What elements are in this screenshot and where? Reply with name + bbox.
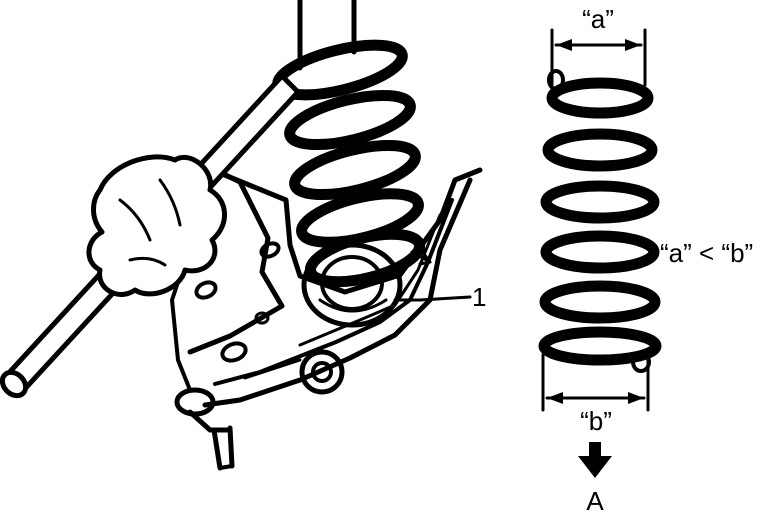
dimension-b-label: “b”	[580, 406, 612, 436]
relation-label: “a” < “b”	[660, 238, 753, 268]
spring-top-end	[547, 69, 565, 91]
direction-label: A	[586, 486, 604, 516]
ball-joint	[174, 387, 235, 471]
part-1-leader-line	[393, 295, 472, 302]
mount-hole	[220, 341, 248, 363]
spring-detail-illustration: “a” “a” < “b”	[538, 4, 753, 516]
arm-bushing	[299, 349, 345, 395]
mount-hole	[254, 311, 270, 325]
suspension-assembly-illustration: 1	[0, 0, 486, 471]
coil-spring-free	[538, 69, 662, 373]
mount-hole	[194, 280, 218, 300]
dimension-b: “b”	[541, 353, 650, 436]
part-number-label: 1	[472, 282, 486, 312]
cloth-rag	[86, 154, 227, 297]
dimension-a-label: “a”	[582, 4, 614, 34]
dimension-a: “a”	[550, 4, 647, 87]
coil-spring-installed	[272, 39, 426, 288]
mount-hole	[259, 241, 281, 259]
direction-arrow	[578, 442, 612, 478]
spring-end-marker	[410, 250, 432, 266]
